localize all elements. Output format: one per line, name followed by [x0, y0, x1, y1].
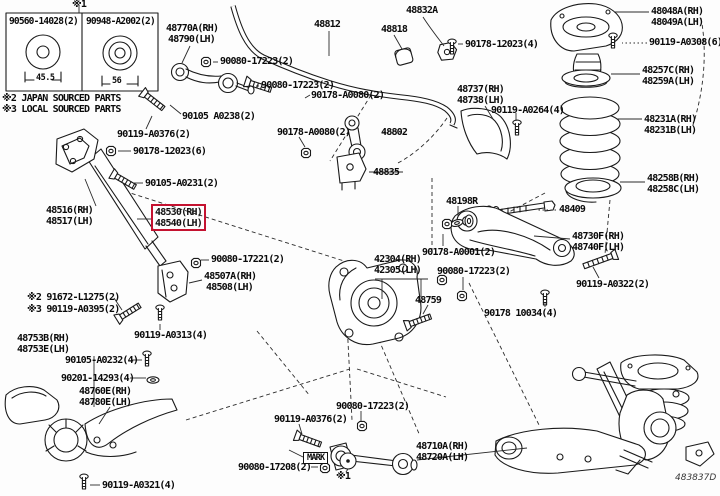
part-label[interactable]: 48832A: [406, 5, 438, 16]
part-label[interactable]: 48753E(LH): [17, 344, 70, 355]
assembled-suspension-drawing: [494, 354, 715, 475]
part-label[interactable]: 48198R: [446, 196, 478, 207]
part-label[interactable]: 90178-A0080(2): [311, 90, 385, 101]
part-label[interactable]: 48780E(LH): [79, 397, 132, 408]
part-label[interactable]: 48517(LH): [46, 216, 94, 227]
part-label[interactable]: 90080-17208(2): [238, 462, 312, 473]
highlighted-part-number-rh[interactable]: 48530(RH): [155, 207, 203, 218]
part-label[interactable]: 48508(LH): [206, 282, 254, 293]
part-label[interactable]: 48790(LH): [168, 34, 216, 45]
part-label[interactable]: 48737(RH): [457, 84, 505, 95]
part-label[interactable]: 48802: [381, 127, 408, 138]
part-label[interactable]: 42304(RH): [374, 254, 422, 265]
part-label[interactable]: 90119-A0322(2): [576, 279, 650, 290]
note-local-sourced: ※3 LOCAL SOURCED PARTS: [2, 104, 121, 115]
part-label[interactable]: 90119-A0308(6): [649, 37, 720, 48]
part-label[interactable]: 48258C(LH): [647, 184, 700, 195]
fastener-icons: [79, 32, 620, 490]
trailing-arm-drawing: [4, 386, 178, 462]
part-label[interactable]: ※3 90119-A0395(2): [27, 304, 120, 315]
part-label[interactable]: 90178-12023(4): [465, 39, 539, 50]
table-part-number-1[interactable]: 90560-14028(2): [9, 16, 79, 27]
dimension-label-1: 45.5: [36, 73, 55, 83]
stabilizer-link-drawing: [336, 115, 367, 191]
part-label[interactable]: 90178 10034(4): [484, 308, 558, 319]
highlighted-part-number-lh[interactable]: 48540(LH): [155, 218, 203, 229]
part-label[interactable]: 42305(LH): [374, 265, 422, 276]
part-label[interactable]: 48738(LH): [457, 95, 505, 106]
part-label[interactable]: 90105-A0232(4): [65, 355, 139, 366]
ref-mark-1: ※1: [336, 471, 351, 482]
part-label[interactable]: 48730F(RH): [572, 231, 625, 242]
highlighted-part-callout[interactable]: 48530(RH) 48540(LH): [151, 204, 206, 231]
dashed-guides: [104, 17, 705, 437]
part-label[interactable]: 90080-17223(2): [220, 56, 294, 67]
part-label[interactable]: 90080-17223(2): [437, 266, 511, 277]
axle-carrier-drawing: [328, 259, 422, 346]
part-label[interactable]: 90080-17223(2): [336, 401, 410, 412]
part-label[interactable]: 48759: [415, 295, 442, 306]
part-label[interactable]: ※2 91672-L1275(2): [27, 292, 120, 303]
part-label[interactable]: 48818: [381, 24, 408, 35]
ref-mark-1: ※1: [72, 0, 87, 10]
part-label[interactable]: 48710A(RH): [416, 441, 469, 452]
part-label[interactable]: 90080-17221(2): [211, 254, 285, 265]
part-label[interactable]: 90178-A0001(2): [422, 247, 496, 258]
note-japan-sourced: ※2 JAPAN SOURCED PARTS: [2, 93, 121, 104]
spring-protector-drawing: [460, 107, 511, 160]
part-label[interactable]: 90119-A0376(2): [117, 129, 191, 140]
part-label[interactable]: 48720A(LH): [416, 452, 469, 463]
upper-link-drawing: [170, 62, 255, 95]
part-label[interactable]: 90178-12023(6): [133, 146, 207, 157]
part-label[interactable]: 90080-17223(2): [261, 80, 335, 91]
part-label[interactable]: 48257C(RH): [642, 65, 695, 76]
coil-spring-drawing: [550, 3, 623, 203]
part-label[interactable]: 90105-A0231(2): [145, 178, 219, 189]
part-label[interactable]: 48409: [559, 204, 586, 215]
part-label[interactable]: 48835: [373, 167, 400, 178]
diagram-code: 483837D: [675, 473, 717, 483]
part-label[interactable]: 48770A(RH): [166, 23, 219, 34]
part-label[interactable]: 48507A(RH): [204, 271, 257, 282]
shock-absorber-drawing: [55, 128, 189, 303]
part-label[interactable]: 90201-14293(4): [61, 373, 135, 384]
part-label[interactable]: 48259A(LH): [642, 76, 695, 87]
part-label[interactable]: 48753B(RH): [17, 333, 70, 344]
part-label[interactable]: 48740F(LH): [572, 242, 625, 253]
reference-table-graphic: [5, 5, 159, 92]
part-label[interactable]: 90119-A0376(2): [274, 414, 348, 425]
part-label[interactable]: 90178-A0080(2): [277, 127, 351, 138]
part-label[interactable]: 48231B(LH): [644, 125, 697, 136]
table-part-number-2[interactable]: 90948-A2002(2): [86, 16, 156, 27]
toe-link-drawing: [329, 442, 418, 476]
part-label[interactable]: 48258B(RH): [647, 173, 700, 184]
part-label[interactable]: 90119-A0321(4): [102, 480, 176, 491]
part-label[interactable]: 48760E(RH): [79, 386, 132, 397]
part-label[interactable]: 90119-A0264(4): [491, 105, 565, 116]
stabilizer-bar-drawing: [230, 5, 458, 129]
part-label[interactable]: 48231A(RH): [644, 114, 697, 125]
part-label[interactable]: 48812: [314, 19, 341, 30]
dimension-label-2: 56: [112, 76, 122, 86]
lower-arm-drawing: [449, 205, 575, 266]
part-label[interactable]: 90119-A0313(4): [134, 330, 208, 341]
part-label[interactable]: 48049A(LH): [651, 17, 704, 28]
mark-box-label: MARK: [303, 452, 329, 464]
part-label[interactable]: 48516(RH): [46, 205, 94, 216]
part-label[interactable]: 90105 A0238(2): [182, 111, 256, 122]
part-label[interactable]: 48048A(RH): [651, 6, 704, 17]
leader-lines: [84, 11, 649, 486]
